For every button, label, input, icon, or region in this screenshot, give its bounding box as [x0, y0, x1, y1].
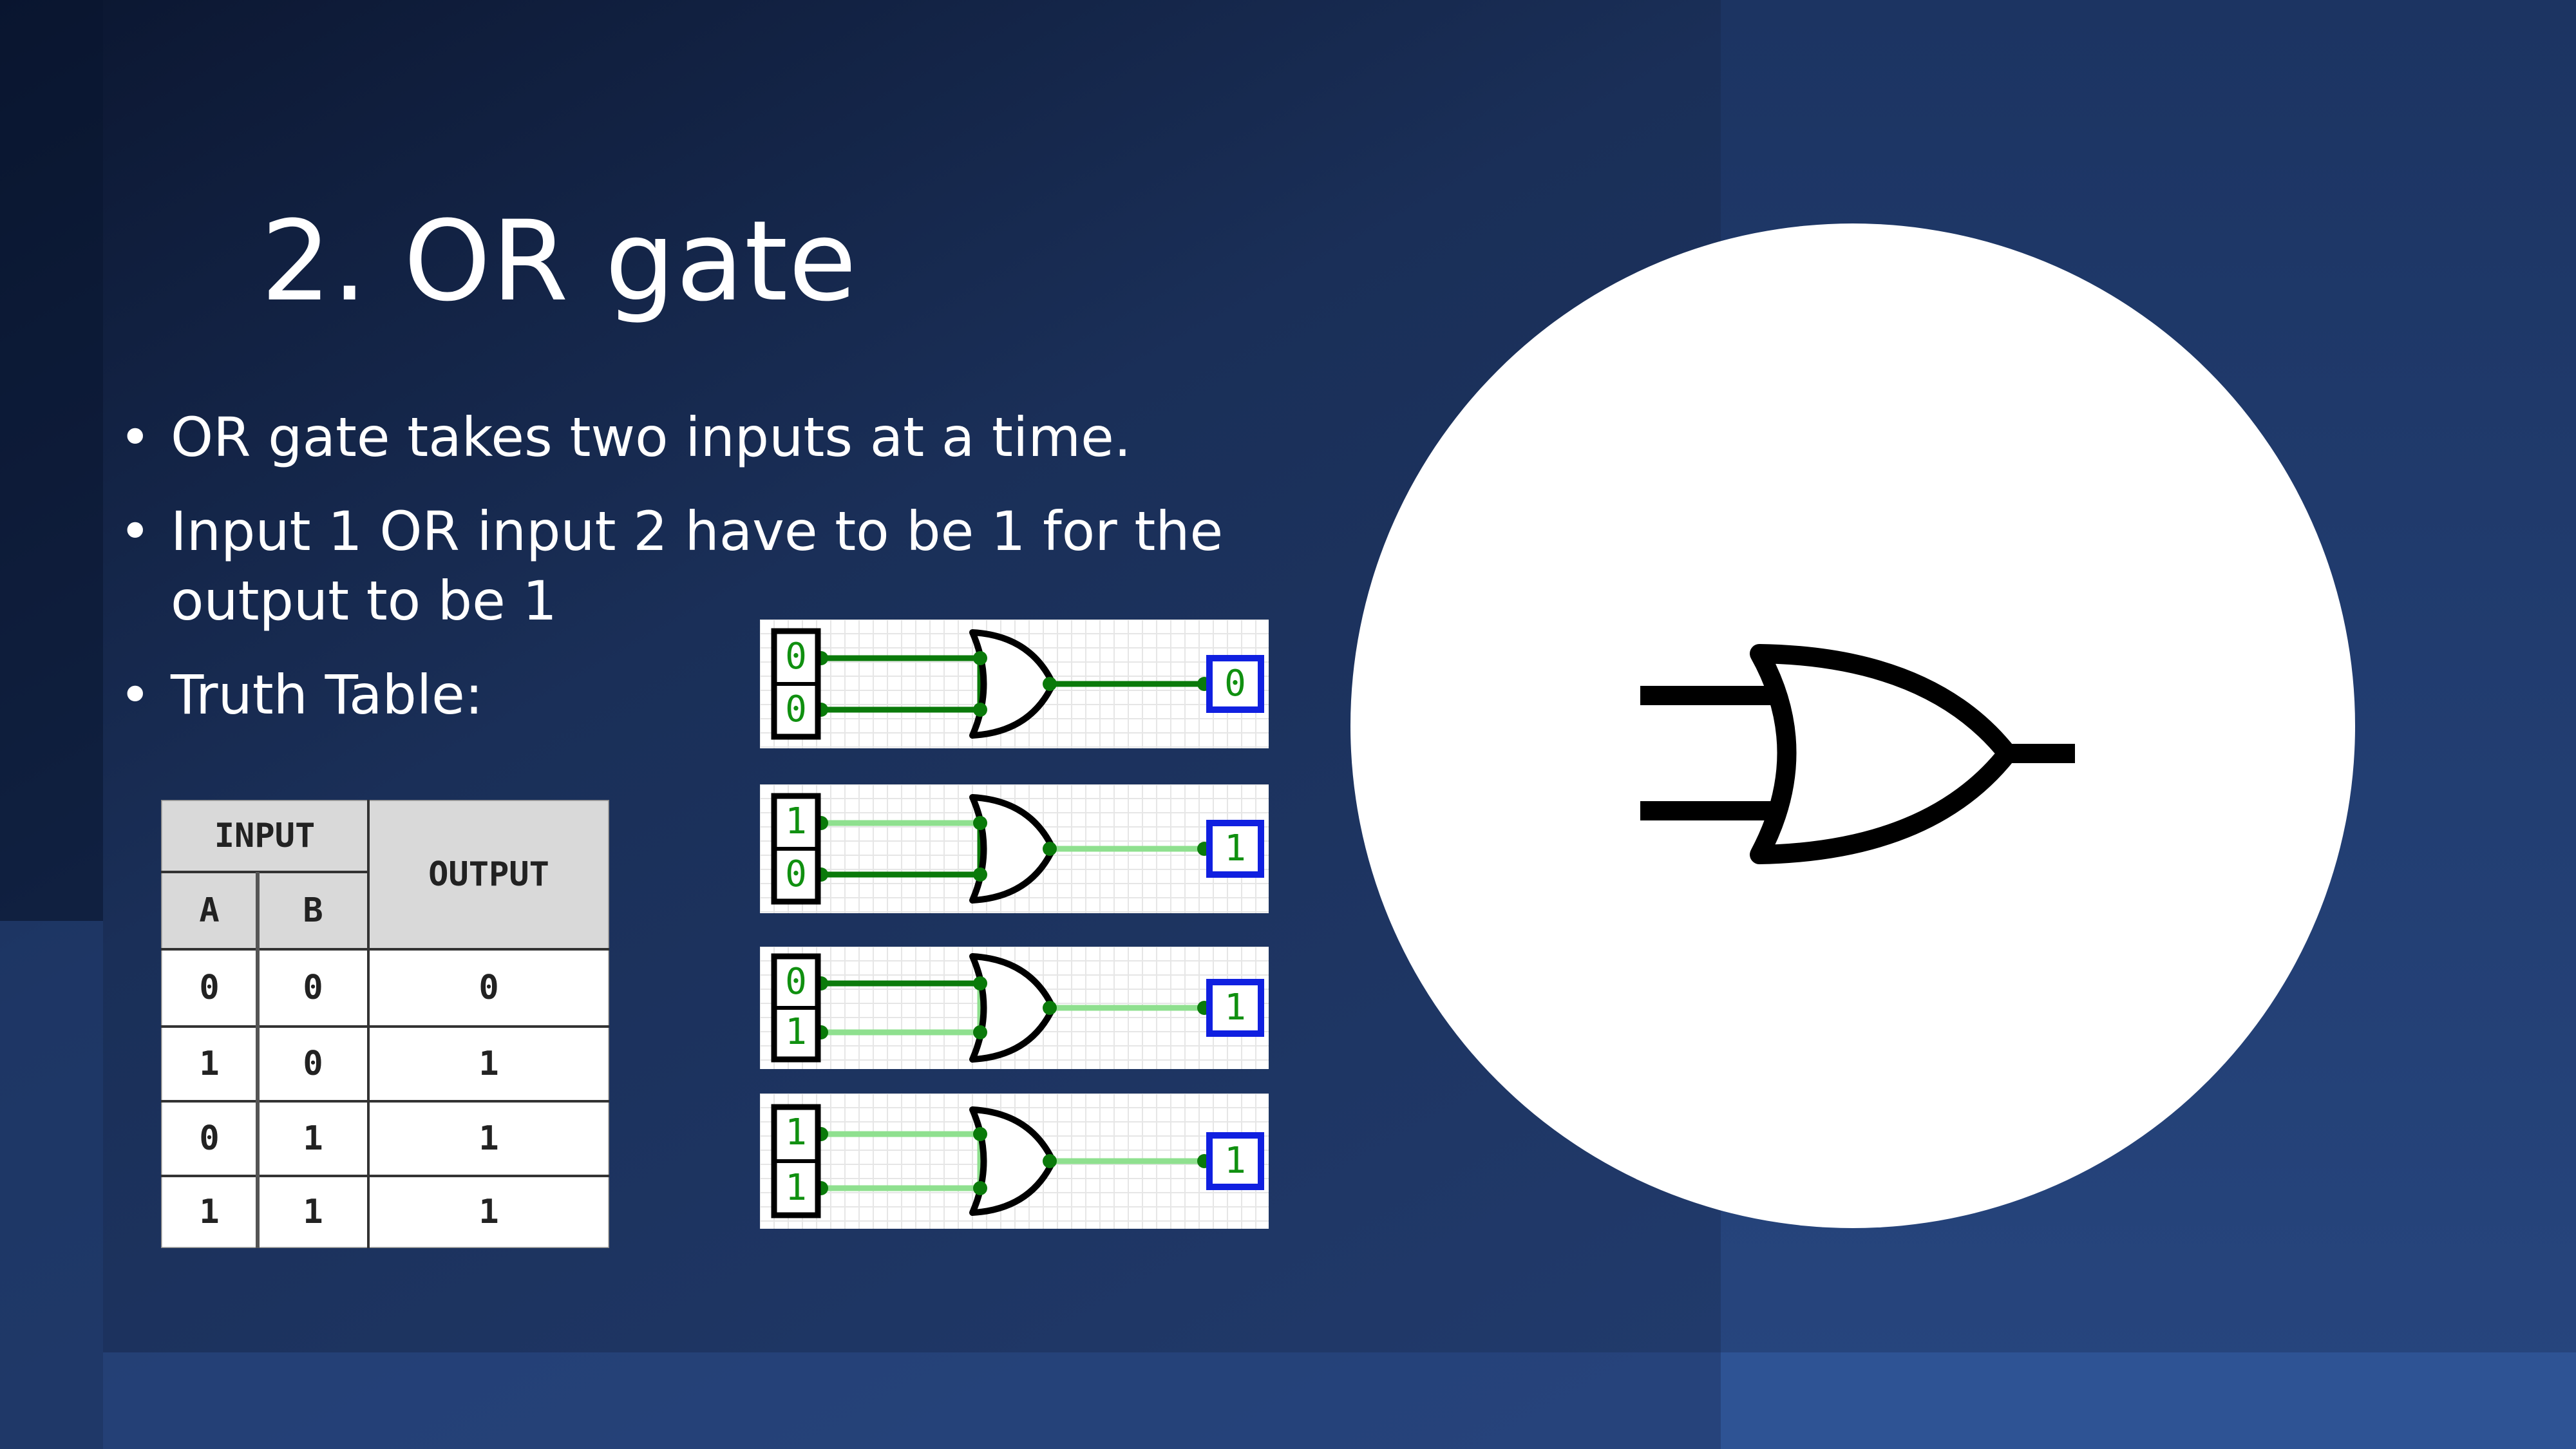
circuit-drawing [759, 619, 1269, 748]
bullet-text: OR gate takes two inputs at a time. [171, 406, 1132, 469]
cell-a: 0 [199, 1119, 220, 1158]
bullet-dot-icon: • [119, 406, 151, 469]
or-gate-symbol-circle [1350, 223, 2355, 1228]
cell-b: 1 [303, 1193, 323, 1231]
circuit-panel: 0 1 1 [759, 946, 1269, 1069]
header-output: OUTPUT [428, 855, 549, 894]
input-2-value: 1 [785, 1166, 807, 1209]
cell-a: 1 [199, 1045, 220, 1083]
input-2-value: 1 [785, 1010, 807, 1053]
output-value: 1 [1224, 827, 1246, 869]
circuit-drawing [759, 1093, 1269, 1229]
output-value: 1 [1224, 1139, 1246, 1182]
header-input: INPUT [214, 817, 316, 855]
cell-output: 1 [478, 1119, 499, 1158]
slide-title: 2. OR gate [261, 196, 858, 326]
circuit-panel: 0 0 0 [759, 619, 1269, 748]
cell-output: 0 [478, 969, 499, 1007]
input-2-value: 0 [785, 853, 807, 895]
bullet-text: Input 1 OR input 2 have to be 1 for the … [171, 500, 1224, 632]
input-2-value: 0 [785, 688, 807, 730]
input-1-value: 0 [785, 635, 807, 677]
circuit-panel: 1 0 1 [759, 784, 1269, 913]
or-gate-icon [1640, 644, 2075, 864]
header-a: A [199, 891, 220, 930]
output-value: 1 [1224, 986, 1246, 1028]
bullet-text: Truth Table: [171, 663, 484, 726]
input-1-value: 1 [785, 800, 807, 842]
circuit-drawing [759, 946, 1269, 1069]
bullet-item: • OR gate takes two inputs at a time. [119, 402, 1343, 472]
cell-output: 1 [478, 1193, 499, 1231]
truth-table: INPUT A B OUTPUT 0 0 0 1 0 1 0 1 1 1 1 1 [161, 800, 609, 1248]
output-value: 0 [1224, 662, 1246, 705]
truth-table-grid [161, 800, 609, 1248]
bullet-item: • Input 1 OR input 2 have to be 1 for th… [119, 497, 1317, 636]
cell-b: 1 [303, 1119, 323, 1158]
input-1-value: 1 [785, 1111, 807, 1153]
cell-a: 1 [199, 1193, 220, 1231]
bullet-dot-icon: • [119, 663, 151, 726]
bullet-dot-icon: • [119, 500, 151, 563]
bullet-list: • OR gate takes two inputs at a time. • … [119, 402, 1343, 754]
cell-output: 1 [478, 1045, 499, 1083]
input-1-value: 0 [785, 960, 807, 1003]
header-b: B [303, 891, 323, 930]
circuit-drawing [759, 784, 1269, 913]
cell-a: 0 [199, 969, 220, 1007]
circuit-panel: 1 1 1 [759, 1093, 1269, 1229]
cell-b: 0 [303, 969, 323, 1007]
bullet-item: • Truth Table: [119, 660, 1343, 730]
cell-b: 0 [303, 1045, 323, 1083]
